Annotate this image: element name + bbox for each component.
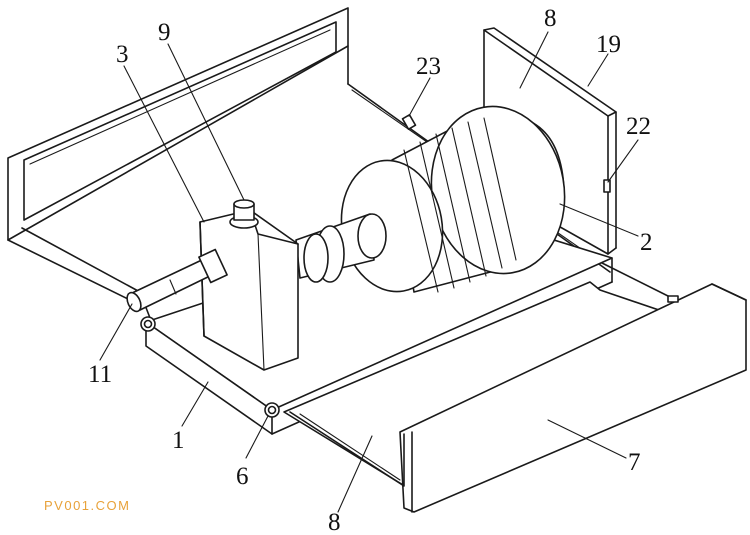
leader-lines [99,31,639,513]
callout-7: 7 [628,449,641,476]
shaft-coupling [295,213,387,283]
hinge-pins [140,316,280,418]
front-drop-panel [283,281,747,513]
callout-23: 23 [416,53,441,80]
callout-19: 19 [596,31,621,58]
callout-1: 1 [172,427,185,454]
callout-8-bottom: 8 [328,509,341,535]
callout-2: 2 [640,229,653,256]
latch-22 [603,179,611,193]
clip-right [667,295,679,303]
pump-body-3 [199,199,299,371]
callout-6: 6 [236,463,249,490]
callout-11: 11 [88,361,112,388]
callout-labels: 3 9 23 8 19 22 2 11 1 6 8 7 [88,5,653,535]
inlet-9 [233,199,255,209]
latch-23 [401,114,417,130]
callout-22: 22 [626,113,651,140]
motor-2 [340,105,566,293]
callout-3: 3 [116,41,129,68]
callout-8-top: 8 [544,5,557,32]
watermark: PV001.COM [44,498,131,513]
callout-9: 9 [158,19,171,46]
left-back-frame [7,7,349,301]
